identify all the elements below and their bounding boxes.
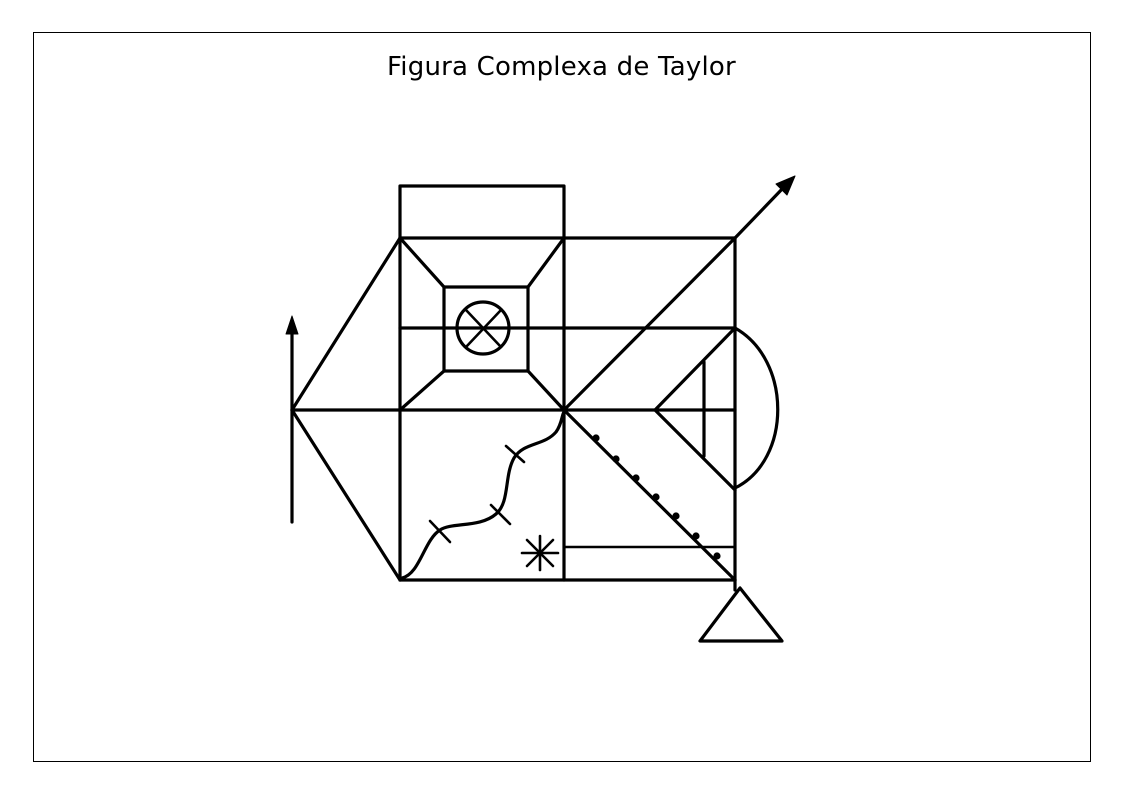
diagonal-dot — [672, 512, 680, 520]
diagonal-dot — [612, 455, 620, 463]
diagonal-dot — [592, 434, 600, 442]
right-triangle — [653, 326, 737, 492]
page-title: Figura Complexa de Taylor — [387, 52, 736, 82]
wavy-line — [400, 410, 566, 580]
diagonal-dot — [713, 552, 721, 560]
wavy-crossbar — [489, 503, 512, 526]
star-line-diagonal-b — [525, 538, 555, 568]
diagonal-dot — [652, 493, 660, 501]
diagonal-top-left — [398, 236, 446, 289]
top-rectangle — [398, 184, 566, 240]
left-triangle-upper — [290, 236, 402, 412]
upper-right-arrow-head — [775, 175, 796, 196]
diagonal-bottom-left — [398, 369, 446, 412]
bottom-triangle — [698, 586, 784, 643]
page-frame — [33, 32, 1091, 762]
right-semicircle-arc — [733, 326, 780, 490]
circle-cross-line-b — [464, 308, 503, 349]
left-arrow-head — [285, 315, 299, 335]
diagonal-bottom-right — [526, 369, 566, 412]
diagonal-dot — [632, 474, 640, 482]
upper-right-diagonal — [562, 236, 737, 412]
circle-with-cross — [455, 300, 511, 356]
left-triangle-lower — [290, 408, 402, 582]
wavy-crossbar — [428, 519, 452, 544]
diagonal-top-right — [526, 236, 566, 289]
lower-right-diagonal — [562, 408, 737, 582]
wavy-crossbar — [504, 444, 526, 464]
diagonal-dot — [692, 532, 700, 540]
upper-right-arrow-shaft — [733, 184, 787, 240]
inner-square — [442, 285, 530, 373]
